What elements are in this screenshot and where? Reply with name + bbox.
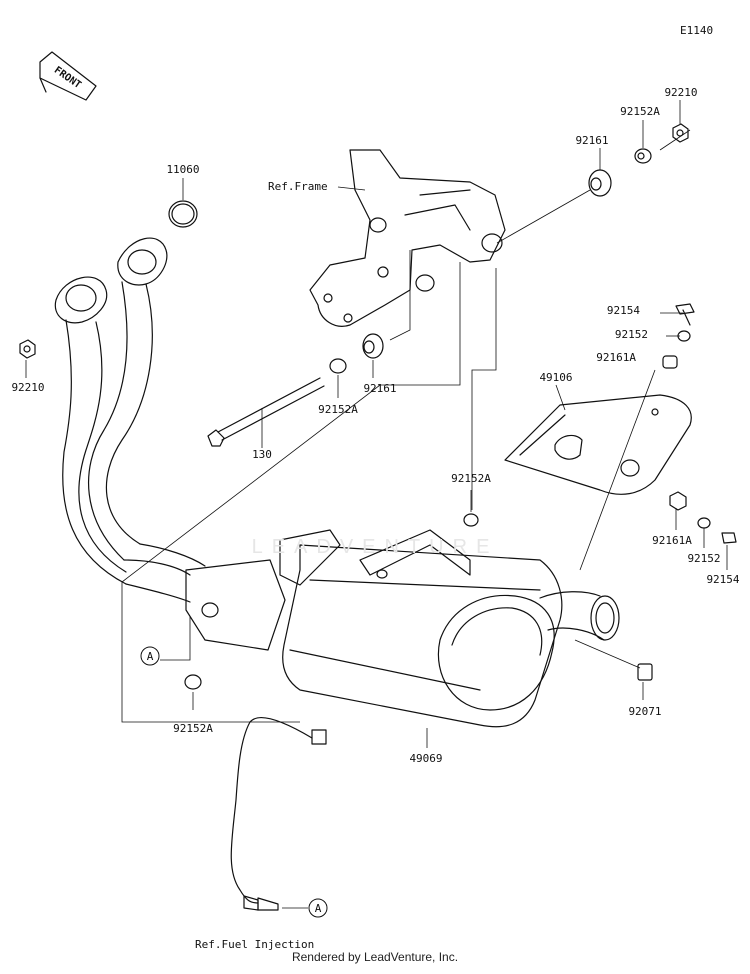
label-nut-left: 92210	[11, 381, 44, 394]
ref-fuel-injection-label: Ref.Fuel Injection	[195, 938, 314, 951]
muffler-bracket	[359, 529, 471, 579]
frame-section	[309, 149, 506, 327]
label-washer-bottom: 92152A	[173, 722, 213, 735]
diagram-id: E1140	[680, 24, 714, 37]
front-arrow	[39, 51, 97, 101]
label-bush-heat: 92161A	[596, 351, 636, 364]
gasket-ring	[168, 200, 198, 228]
label-nut-right: 92210	[664, 86, 697, 99]
label-muffler: 49069	[409, 752, 442, 765]
callout-a-upper: A	[140, 646, 160, 666]
footer-credit: Rendered by LeadVenture, Inc.	[291, 950, 459, 964]
catalyst	[185, 529, 341, 651]
label-washer-mid: 92152A	[318, 403, 358, 416]
label-bush-top: 92161	[575, 134, 608, 147]
label-washer-heat: 92152	[615, 328, 648, 341]
label-washer-top: 92152A	[620, 105, 660, 118]
muffler-body	[282, 544, 620, 728]
callout-a-text-2: A	[315, 902, 322, 915]
label-washer-right: 92152A	[451, 472, 491, 485]
callout-a-text: A	[147, 650, 154, 663]
label-bolt: 130	[252, 448, 272, 461]
label-washer-heat-low: 92152	[687, 552, 720, 565]
label-bush-mid: 92161	[363, 382, 396, 395]
label-bush-heat-low: 92161A	[652, 534, 692, 547]
label-bolt-heat: 92154	[607, 304, 640, 317]
o2-sensor-harness	[230, 717, 327, 911]
label-damper: 92071	[628, 705, 661, 718]
heat-cover	[504, 394, 692, 495]
leader-lines	[25, 100, 728, 909]
watermark: LEADVENTURE	[251, 536, 499, 558]
callout-a-lower: A	[308, 898, 328, 918]
label-bolt-heat-low: 92154	[706, 573, 739, 586]
label-cover: 49106	[539, 371, 572, 384]
label-gasket: 11060	[166, 163, 199, 176]
ref-frame-label: Ref.Frame	[268, 180, 328, 193]
header-pipes	[54, 237, 206, 603]
hardware-parts	[19, 123, 737, 690]
